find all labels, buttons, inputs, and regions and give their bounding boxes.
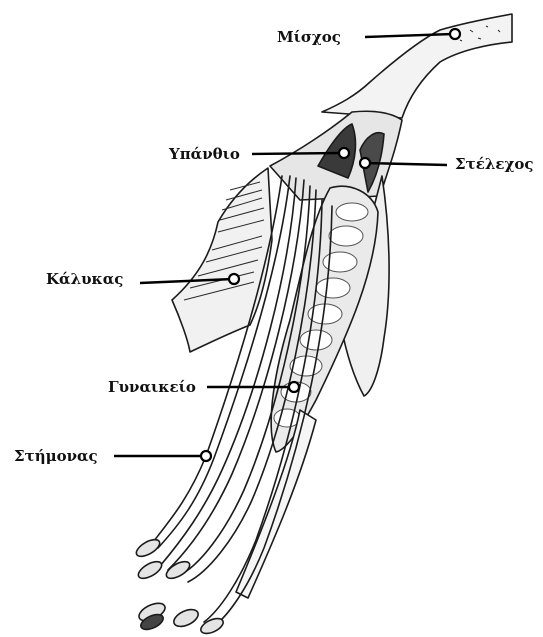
pointer-calyx [229, 274, 239, 284]
pointer-gynoecium [289, 382, 299, 392]
anthers [134, 536, 226, 636]
label-stamen: Στήμονας [14, 447, 98, 465]
pointer-stamen [201, 451, 211, 461]
label-hypanthium: Υπάνθιο [169, 145, 240, 163]
pedicel-shape [322, 14, 512, 118]
label-stem: Στέλεχος [455, 155, 533, 173]
pointer-stem [360, 158, 370, 168]
label-pedicel: Μίσχος [277, 28, 341, 46]
pointer-hypanthium [339, 148, 349, 158]
pointer-pedicel [450, 29, 460, 39]
label-calyx: Κάλυκας [46, 270, 123, 288]
label-gynoecium: Γυναικείο [108, 378, 196, 396]
leader-hypanthium [252, 153, 343, 154]
